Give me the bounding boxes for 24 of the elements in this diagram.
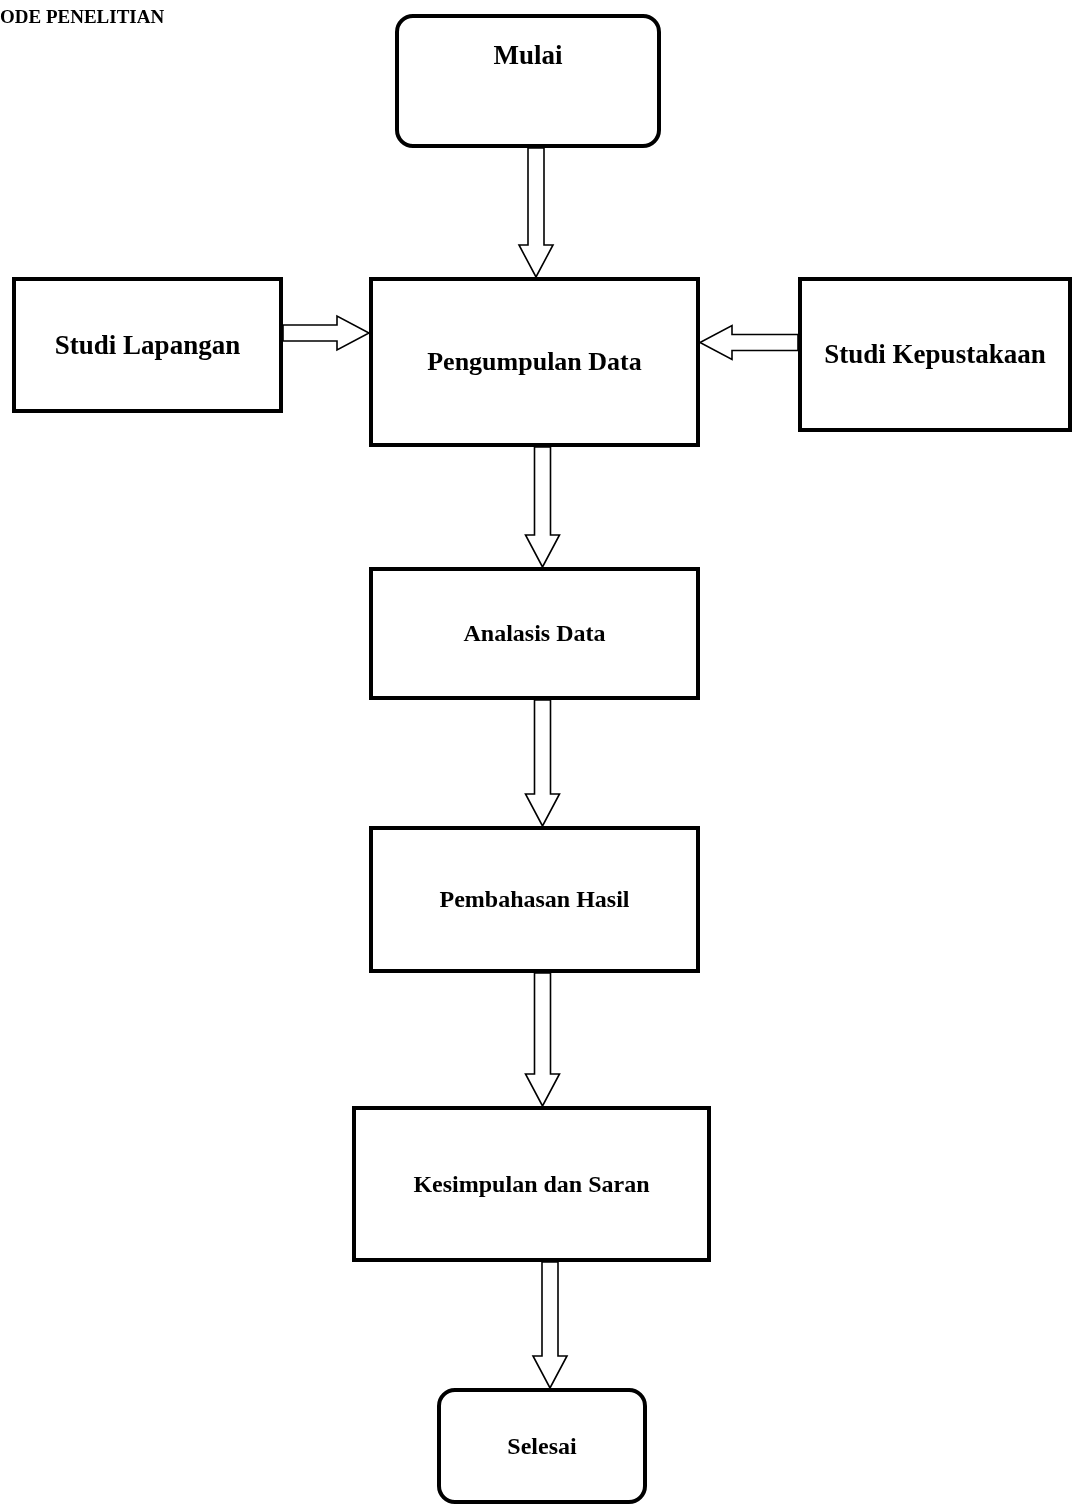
node-label: Studi Lapangan — [54, 329, 241, 361]
process-box — [369, 567, 700, 700]
node-label: Studi Kepustakaan — [824, 339, 1046, 370]
terminal-box — [437, 1388, 647, 1504]
node-label: Analasis Data — [463, 620, 606, 647]
node-label: Pembahasan Hasil — [439, 886, 630, 913]
block-arrow — [524, 446, 561, 569]
process-box — [369, 826, 700, 973]
process-box — [369, 277, 700, 447]
block-arrow — [282, 314, 371, 352]
terminal-box — [395, 14, 661, 148]
block-arrow — [524, 972, 561, 1108]
node-label: Selesai — [507, 1432, 577, 1460]
page-title: ODE PENELITIAN — [0, 6, 165, 28]
process-box — [12, 277, 283, 413]
block-arrow — [531, 1261, 569, 1390]
node-label: Pengumpulan Data — [427, 347, 642, 377]
block-arrow — [524, 699, 561, 828]
node-label: Kesimpulan dan Saran — [413, 1170, 650, 1198]
process-box — [798, 277, 1072, 432]
process-box — [352, 1106, 711, 1262]
node-label: Mulai — [493, 40, 563, 71]
block-arrow — [698, 324, 799, 361]
block-arrow — [517, 147, 555, 279]
